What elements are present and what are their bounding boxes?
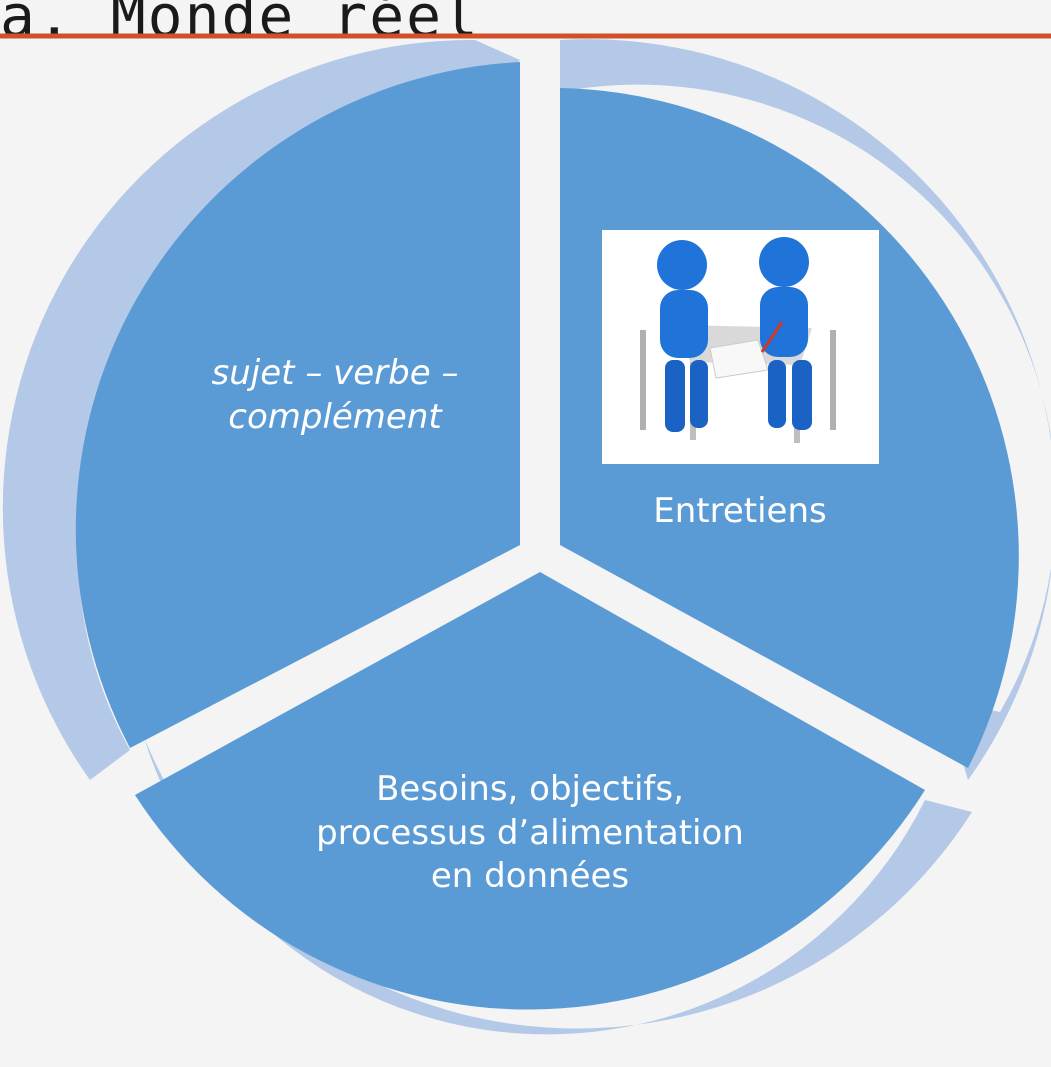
- slide-heading-fragment: a. Monde réel: [0, 0, 480, 50]
- segment-label-left: sujet – verbe – complément: [211, 353, 459, 437]
- cycle-arrow-left: [2, 39, 521, 781]
- segment-left: [75, 62, 520, 748]
- meeting-illustration: [602, 230, 879, 464]
- segment-label-right: Entretiens: [653, 491, 827, 531]
- segment-label-bottom: Besoins, objectifs, processus d’alimenta…: [316, 769, 744, 897]
- segment-bottom: [135, 572, 925, 1010]
